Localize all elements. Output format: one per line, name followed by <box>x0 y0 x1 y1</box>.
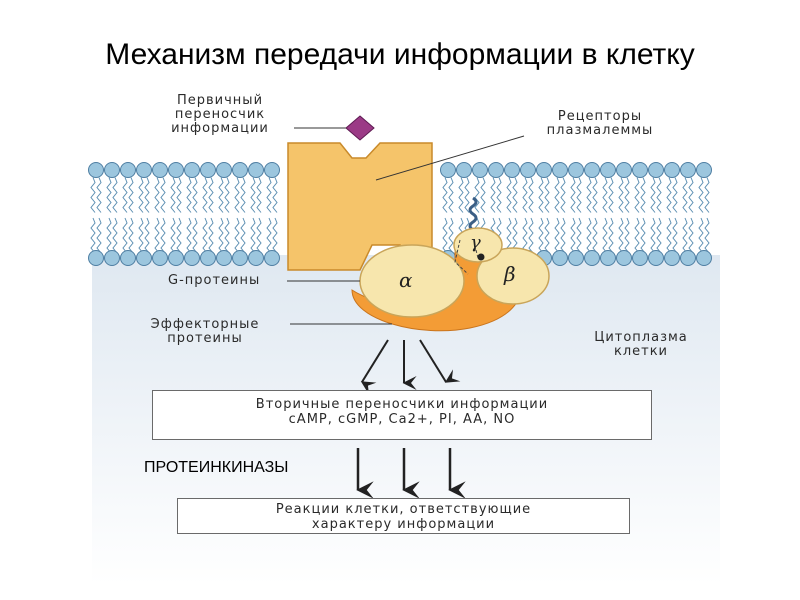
primary-messenger-line1: Первичный <box>176 93 264 108</box>
arrow-right <box>419 339 461 383</box>
effector-proteins-label: Эффекторные протеины <box>120 318 290 346</box>
receptors-label: Рецепторы плазмалеммы <box>510 110 690 138</box>
receptors-line2: плазмалеммы <box>546 123 654 138</box>
second-messengers-line2: cAMP, cGMP, Ca2+, PI, AA, NO <box>288 412 516 427</box>
second-messengers-box: Вторичные переносчики информации cAMP, c… <box>152 390 652 440</box>
cell-reactions-box: Реакции клетки, ответствующие характеру … <box>177 498 630 534</box>
pointer-receptors <box>375 135 525 181</box>
ligand-icon <box>345 115 375 141</box>
cell-reactions-line2: характеру информации <box>311 517 496 532</box>
effector-line1: Эффекторные <box>150 317 260 332</box>
second-messengers-line1: Вторичные переносчики информации <box>255 397 549 412</box>
effector-line2: протеины <box>167 331 243 346</box>
arrow-left <box>360 339 389 395</box>
proteinkinases-label: ПРОТЕИНКИНАЗЫ <box>144 459 289 476</box>
gdp-dot-icon <box>477 253 485 261</box>
lipid-tails <box>90 177 710 254</box>
primary-messenger-line2: переносчик <box>174 107 266 122</box>
cell-reactions-line1: Реакции клетки, ответствующие <box>275 502 532 517</box>
beta-label: β <box>504 262 516 286</box>
coil-icon <box>468 196 478 232</box>
g-gamma-subunit <box>453 227 503 263</box>
g-beta-subunit <box>476 247 550 305</box>
cytoplasm-line2: клетки <box>613 344 669 359</box>
primary-messenger-line3: информации <box>171 121 269 136</box>
cytoplasm-label: Цитоплазма клетки <box>566 331 716 359</box>
cytoplasm-line1: Цитоплазма <box>594 330 688 345</box>
alpha-label: α <box>399 268 413 292</box>
receptors-line1: Рецепторы <box>557 109 643 124</box>
gamma-label: γ <box>470 232 481 253</box>
page-title: Механизм передачи информации в клетку <box>105 38 695 71</box>
g-proteins-label: G-протеины <box>168 273 261 288</box>
primary-messenger-label: Первичный переносчик информации <box>150 94 290 136</box>
